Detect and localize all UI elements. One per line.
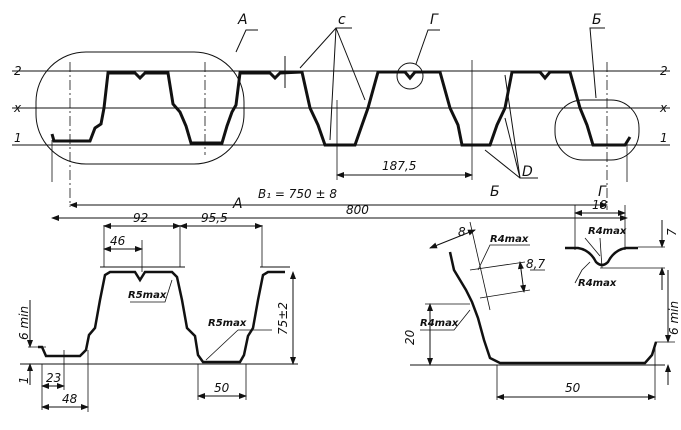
dim-7: 7: [665, 228, 679, 236]
dim-half-top: 46: [110, 234, 126, 248]
radius-g-bottom: R4max: [578, 278, 617, 289]
dim-b-lip-min: 6 min: [667, 301, 681, 335]
dim-b-bottom: 50: [565, 381, 581, 395]
callout-b: Б: [592, 12, 602, 28]
dim-8: 8: [458, 225, 466, 239]
dim-lip-min: 6 min: [17, 306, 31, 340]
radius-b-top: R4max: [490, 234, 529, 245]
dim-20: 20: [403, 329, 417, 345]
line-label-2-left: 2: [14, 64, 22, 78]
callout-d: D: [522, 164, 533, 180]
detail-b-title: Б: [490, 184, 500, 200]
callout-g: Г: [430, 12, 439, 28]
dim-thickness: 1: [17, 376, 31, 384]
dim-total: 800: [346, 203, 369, 217]
dim-18: 18: [592, 198, 608, 212]
dim-height: 75±2: [276, 302, 290, 335]
detail-b-profile: [448, 251, 658, 365]
dim-48: 48: [62, 392, 78, 406]
dim-gap: 95,5: [201, 211, 228, 225]
callout-c: c: [338, 12, 346, 28]
radius-top: R5max: [128, 290, 167, 301]
dim-top-width: 92: [133, 211, 148, 225]
detail-a-title-shown: А: [232, 196, 243, 212]
detail-g-outline: [396, 62, 424, 90]
dim-8-7: 8,7: [526, 257, 545, 271]
line-label-x-right: x: [659, 101, 668, 115]
line-label-2-right: 2: [660, 64, 668, 78]
line-label-1-left: 1: [14, 131, 22, 145]
detail-a-profile: [38, 270, 285, 364]
detail-a-outline: [35, 51, 245, 165]
sheet-profile-overview: [50, 70, 632, 147]
radius-g-top: R4max: [588, 226, 627, 237]
dim-23: 23: [46, 371, 61, 385]
detail-g-title: Г: [598, 184, 607, 200]
radius-b-side: R4max: [420, 318, 459, 329]
detail-b-outline: [554, 99, 640, 161]
dim-pitch: 187,5: [382, 159, 416, 173]
callout-a: А: [237, 12, 248, 28]
radius-bottom: R5max: [208, 318, 247, 329]
dim-bottom: 50: [214, 381, 230, 395]
line-label-x-left: x: [13, 101, 22, 115]
line-label-1-right: 1: [660, 131, 668, 145]
dim-b1: B₁ = 750 ± 8: [258, 187, 337, 201]
